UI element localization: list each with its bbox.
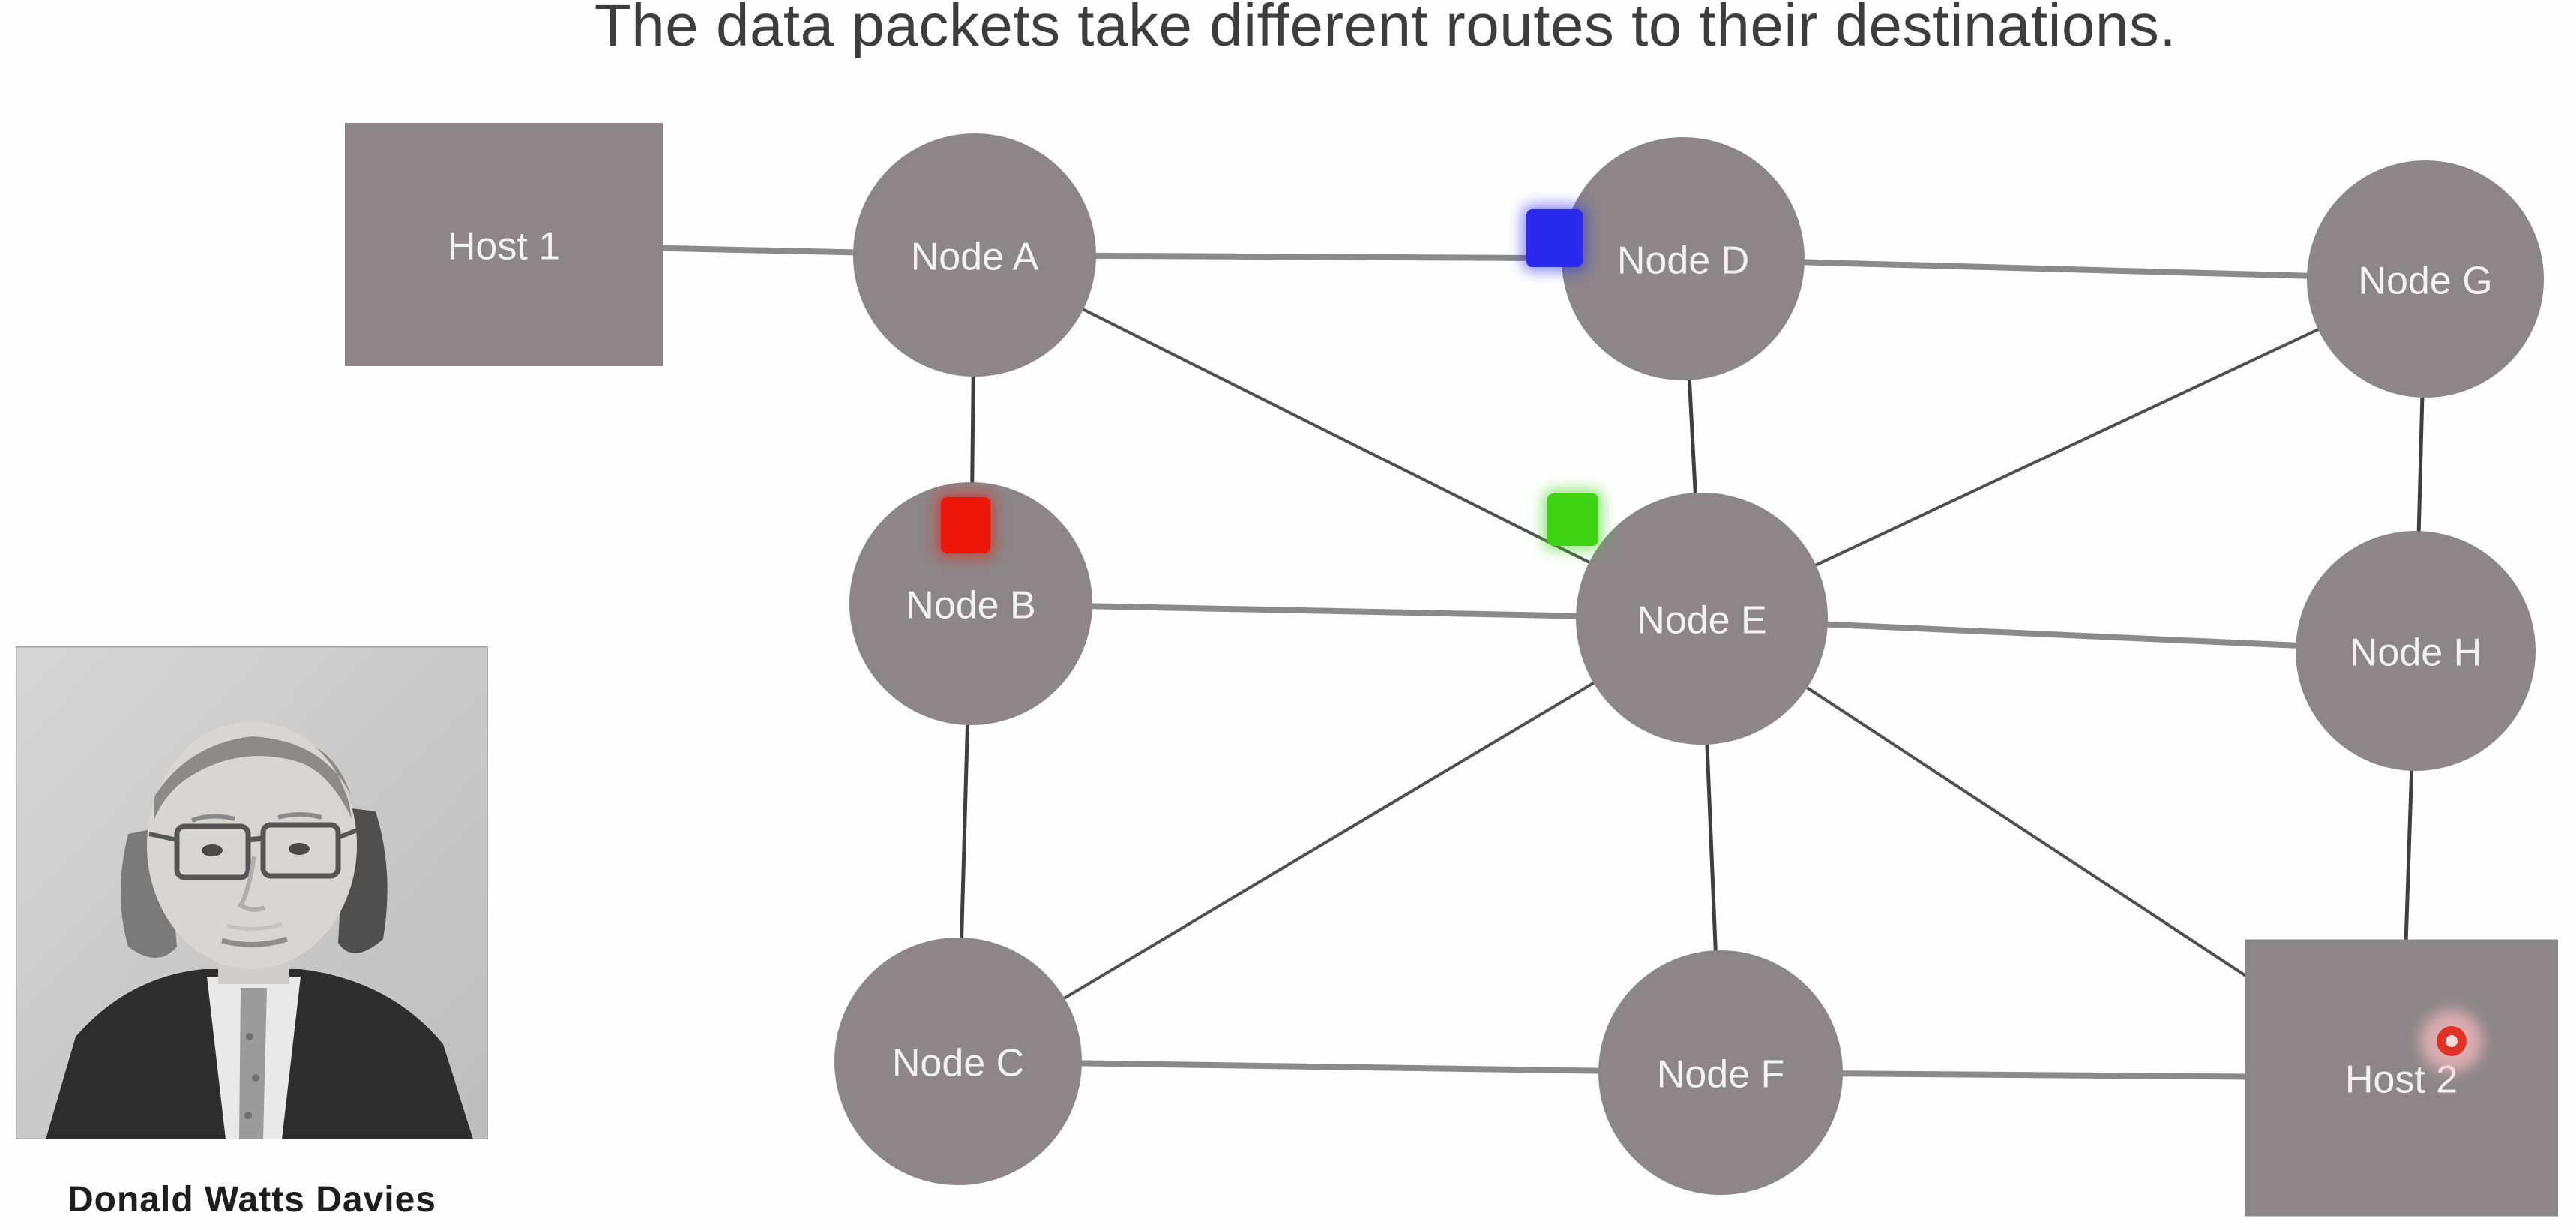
nodeB-label: Node B <box>906 584 1035 628</box>
portrait-tie <box>239 988 267 1139</box>
edge-nodeE-nodeG <box>1701 278 2426 620</box>
packet-green <box>1547 494 1598 546</box>
node-nodeH: Node H <box>2296 531 2536 771</box>
edge-nodeE-nodeC <box>957 617 1703 1063</box>
node-nodeF: Node F <box>1598 950 1843 1195</box>
host-host2: Host 2 <box>2245 939 2558 1216</box>
nodeB-shape <box>849 482 1092 725</box>
edge-nodeA-nodeE <box>974 254 1703 620</box>
nodeF-shape <box>1598 950 1843 1195</box>
portrait-glasses-left <box>174 824 251 880</box>
cursor-dot-center <box>2446 1035 2458 1047</box>
host-host1: Host 1 <box>345 123 663 366</box>
host1-shape <box>345 123 663 366</box>
node-nodeD: Node D <box>1562 137 1805 380</box>
nodeC-shape <box>834 938 1082 1185</box>
edge-nodeC-nodeF <box>957 1058 1721 1076</box>
nodes-layer: Host 1 Node A Node D Node G Node B Node E Node… <box>345 123 2558 1216</box>
nodeD-shape <box>1562 137 1805 380</box>
packets-layer <box>936 205 1603 558</box>
edge-nodeD-nodeG <box>1682 256 2426 282</box>
host1-label: Host 1 <box>448 225 560 268</box>
portrait-glasses-right <box>260 822 341 879</box>
packet-red <box>941 497 990 554</box>
node-nodeC: Node C <box>834 938 1082 1185</box>
node-nodeB: Node B <box>849 482 1092 725</box>
nodeE-shape <box>1576 493 1828 745</box>
node-nodeE: Node E <box>1576 493 1828 745</box>
edges-layer <box>503 242 2428 1081</box>
packet-blue <box>1526 209 1583 267</box>
nodeD-label: Node D <box>1617 239 1749 283</box>
slide-title: The data packets take different routes t… <box>594 0 2177 58</box>
nodeE-label: Node E <box>1637 599 1766 643</box>
nodeG-label: Node G <box>2358 260 2492 303</box>
host2-shape <box>2245 939 2558 1216</box>
portrait-face <box>147 722 357 969</box>
portrait-caption: Donald Watts Davies <box>67 1180 436 1220</box>
nodeF-label: Node F <box>1657 1053 1785 1096</box>
nodeH-label: Node H <box>2350 632 2482 675</box>
nodeC-label: Node C <box>892 1042 1024 1085</box>
nodeG-shape <box>2307 160 2544 398</box>
portrait-hairline <box>154 736 352 819</box>
portrait-photo <box>16 646 488 1139</box>
nodeH-shape <box>2296 531 2536 771</box>
cursor-layer <box>2420 1010 2483 1072</box>
nodeA-shape <box>853 134 1096 376</box>
node-nodeA: Node A <box>853 134 1096 376</box>
nodeA-label: Node A <box>911 236 1039 279</box>
node-nodeG: Node G <box>2307 160 2544 398</box>
